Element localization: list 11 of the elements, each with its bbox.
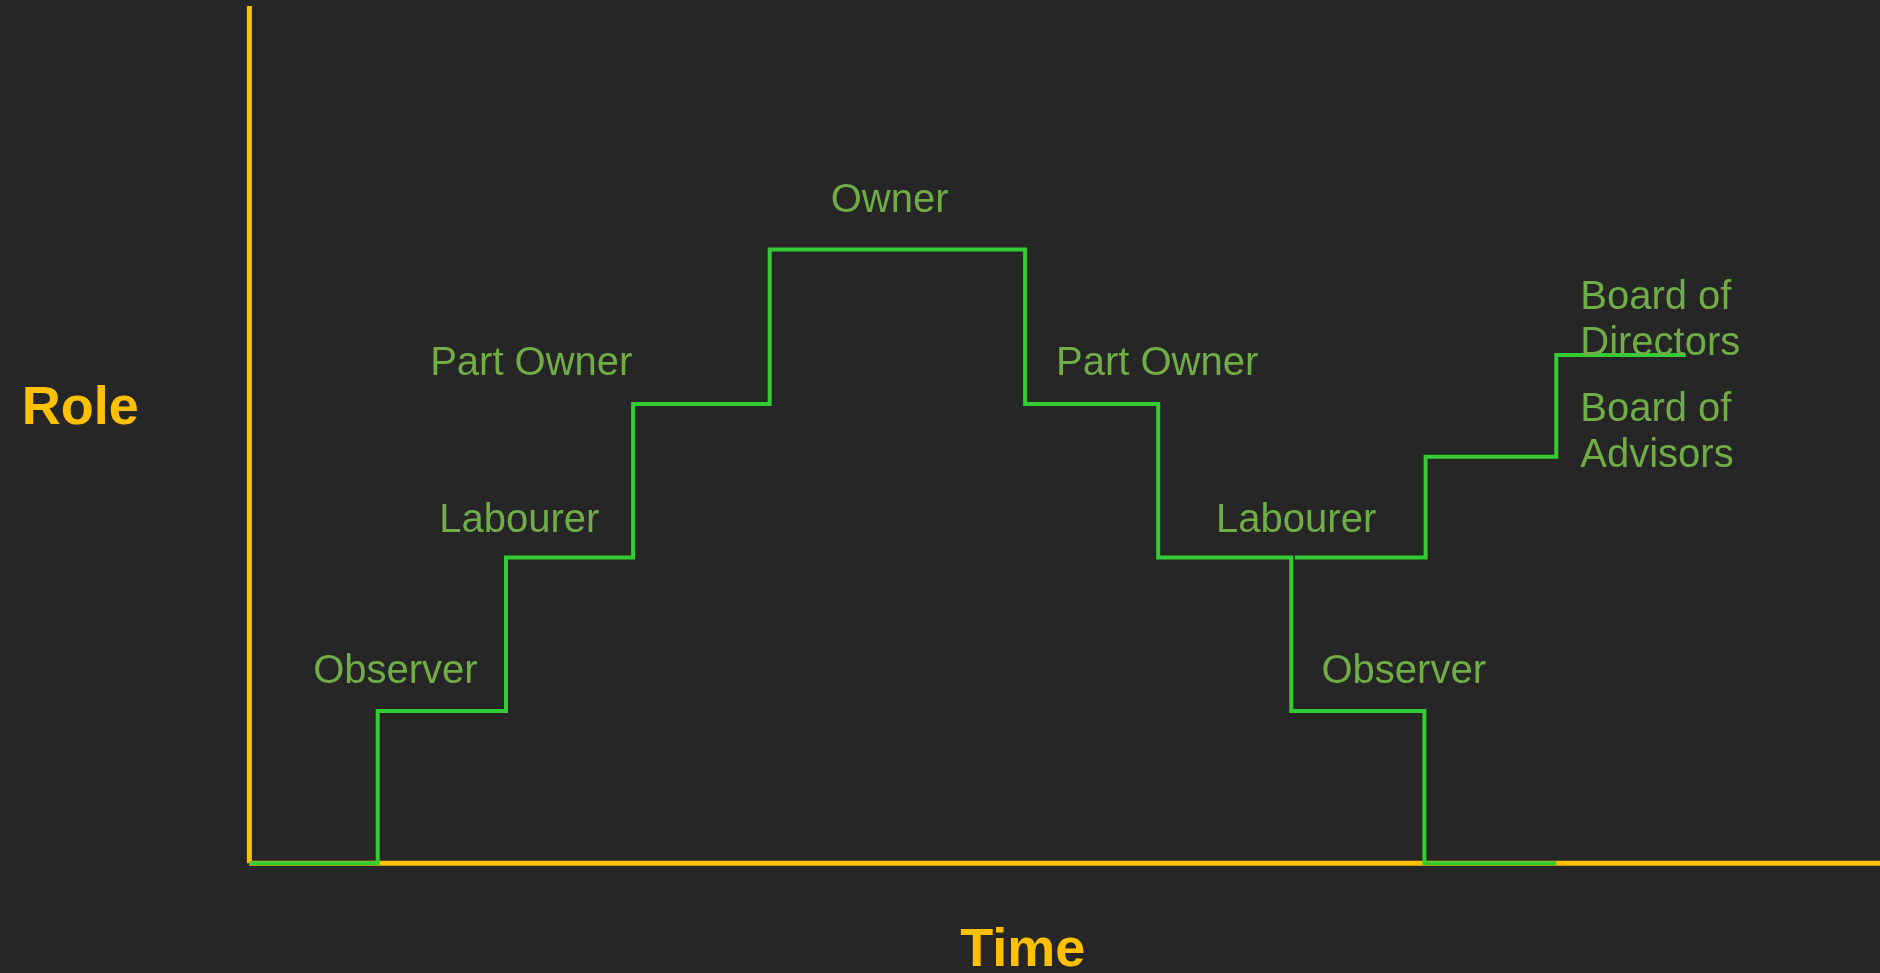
axis-title: Time	[960, 917, 1086, 973]
step-label: Part Owner	[1056, 337, 1259, 384]
step-label: Labourer	[1216, 494, 1377, 541]
step-label: Owner	[830, 174, 949, 221]
step-label: Board of Advisors	[1580, 384, 1735, 477]
step-label: Board of Directors	[1580, 271, 1742, 364]
step-label: Observer	[313, 646, 478, 692]
step-label: Labourer	[439, 494, 600, 541]
step-label: Part Owner	[430, 337, 633, 384]
axis-title: Role	[21, 375, 139, 436]
step-label: Observer	[1321, 646, 1486, 692]
